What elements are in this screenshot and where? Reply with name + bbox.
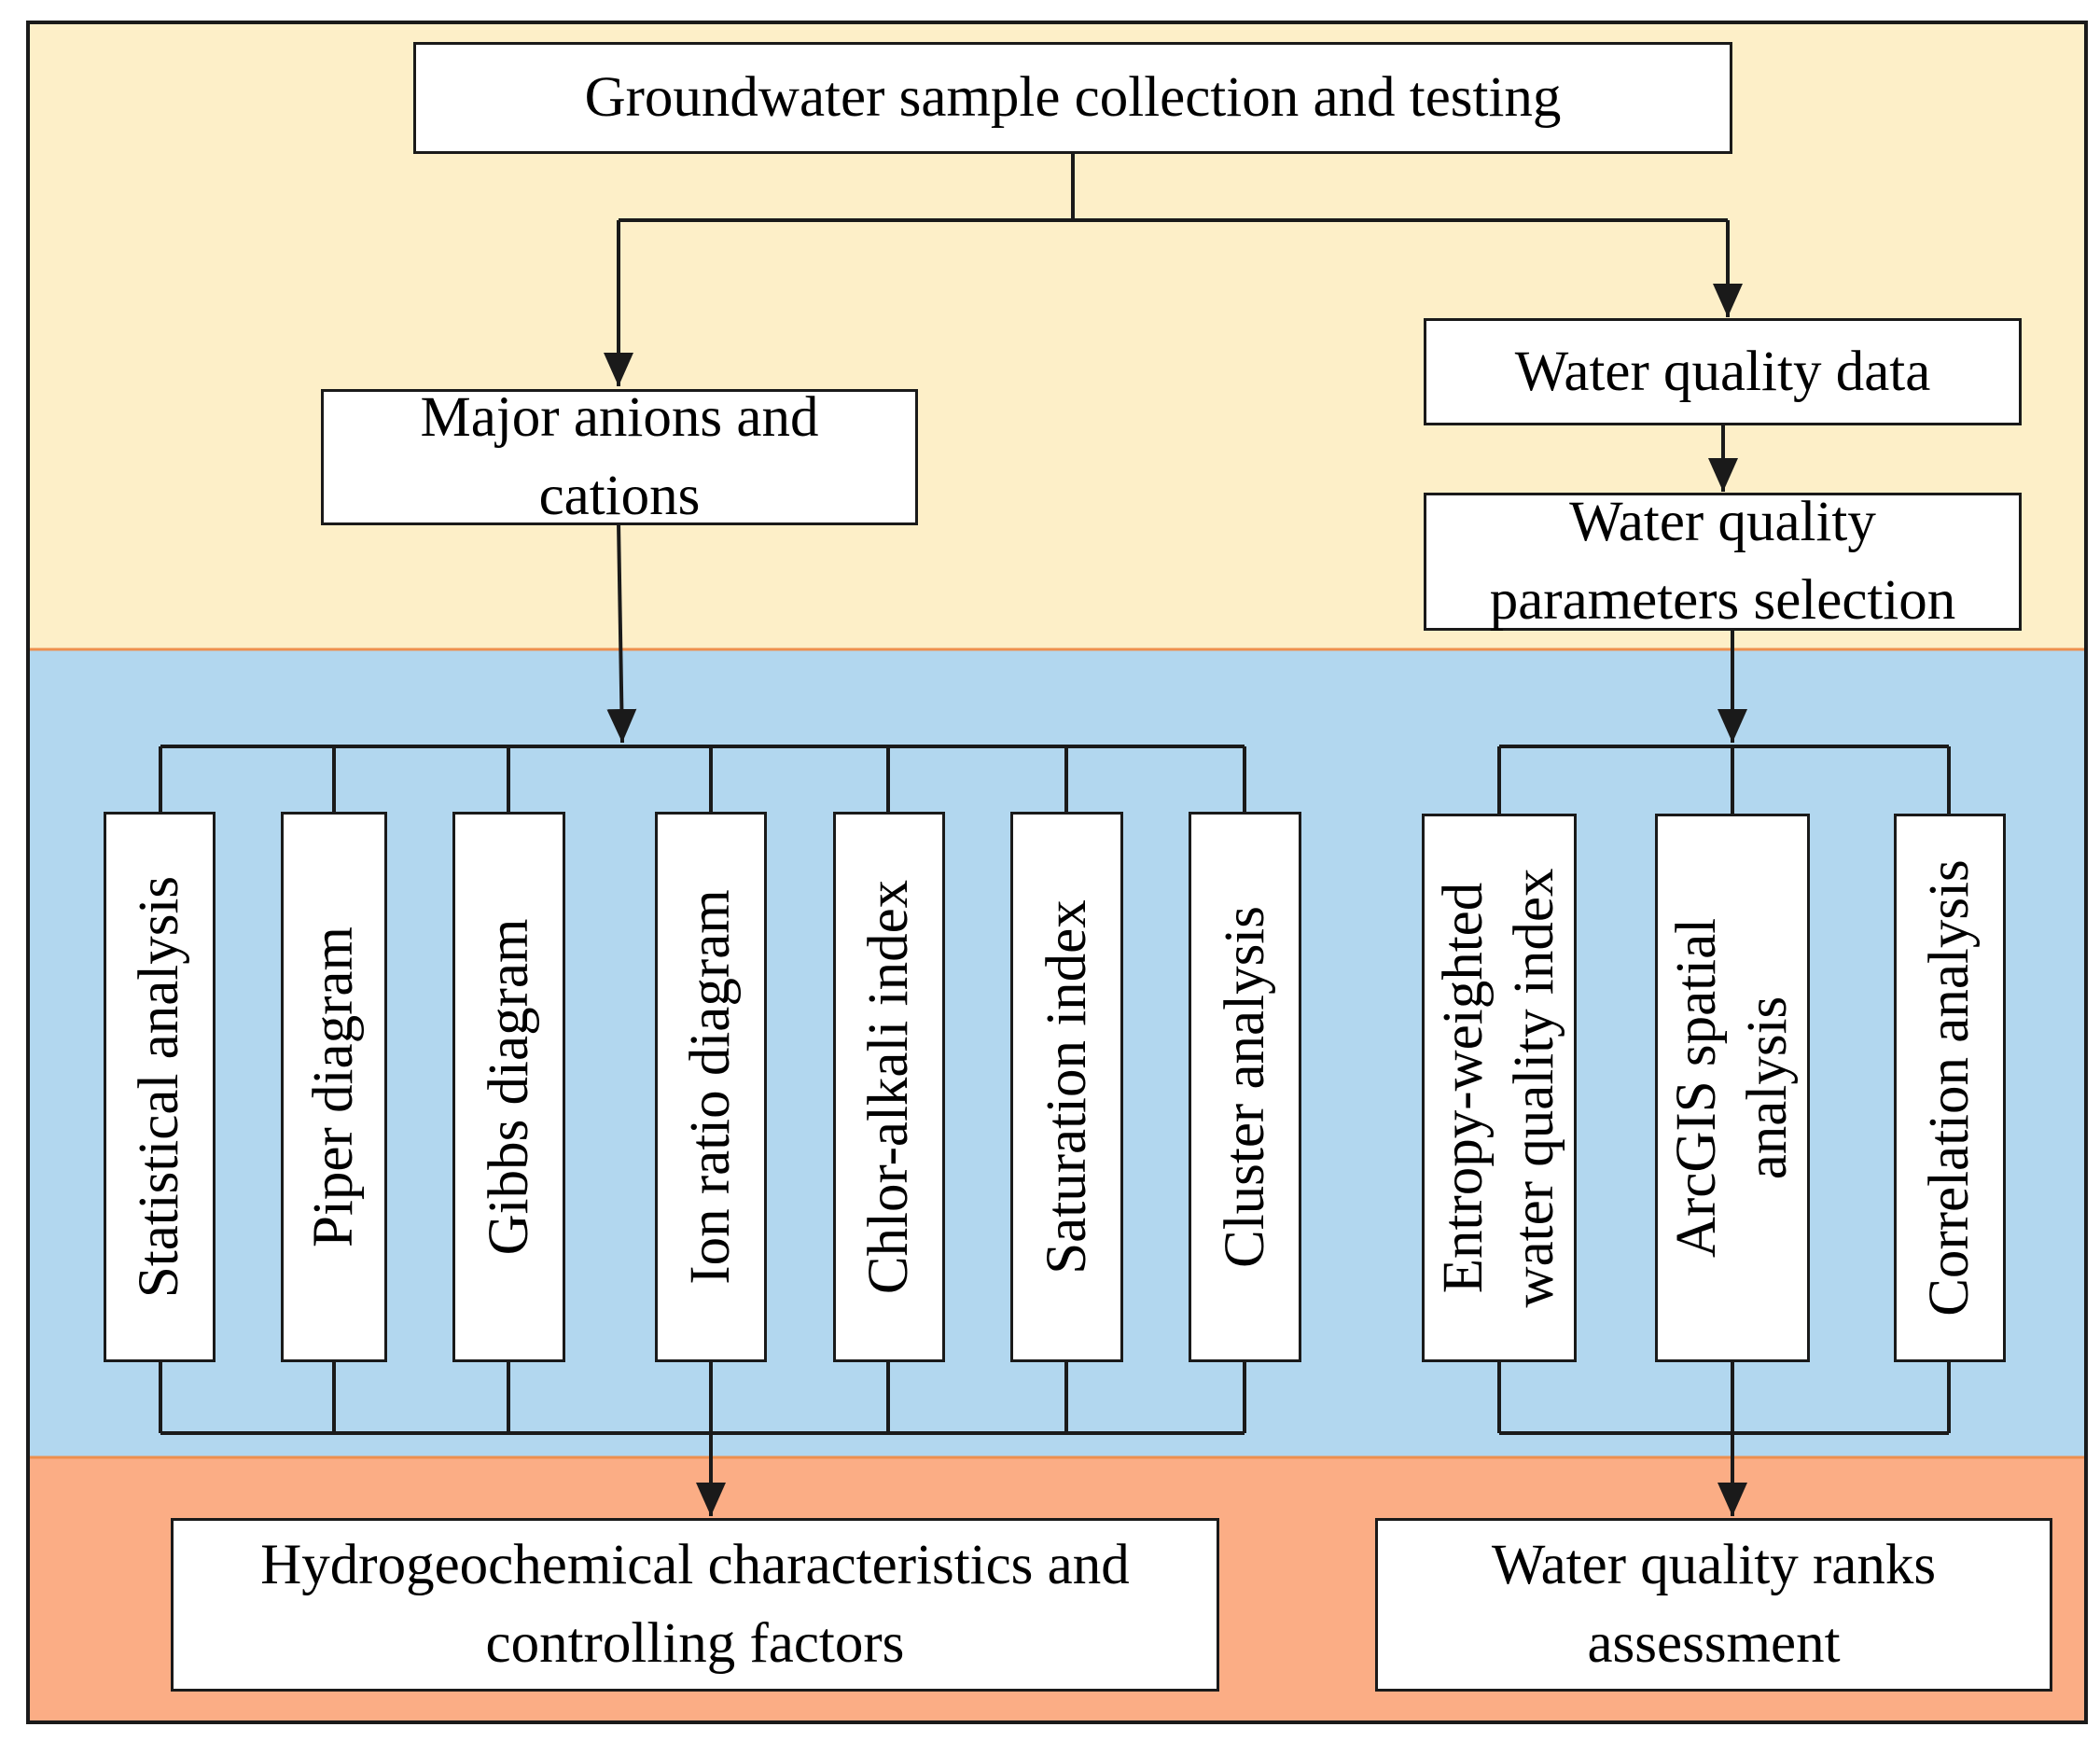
method-label: Ion ratio diagram [679, 889, 742, 1285]
parameter-selection-label: Water quality parameters selection [1490, 483, 1956, 640]
water-quality-ranks-node: Water quality ranks assessment [1375, 1518, 2052, 1692]
major-ions-line-2: cations [538, 465, 701, 527]
method-piper-diagram: Piper diagram [281, 812, 387, 1362]
method-label-line-1: Entropy-weighted [1432, 882, 1495, 1294]
method-label: Gibbs diagram [477, 918, 540, 1256]
method-label: Piper diagram [302, 926, 365, 1247]
method-chlor-alkali-index: Chlor-alkali index [833, 812, 945, 1362]
method-gibbs-diagram: Gibbs diagram [452, 812, 565, 1362]
hydrogeochemical-result-line-2: controlling factors [485, 1612, 905, 1675]
method-label: Statistical analysis [128, 875, 190, 1299]
major-ions-label: Major anions and cations [421, 379, 819, 536]
method-entropy-weighted-wqi: Entropy-weighted water quality index [1422, 814, 1577, 1362]
outer-frame [26, 21, 2088, 1724]
parameter-selection-node: Water quality parameters selection [1424, 491, 2022, 632]
method-label: Chlor-alkali index [857, 879, 920, 1295]
water-quality-data-node: Water quality data [1424, 318, 2022, 425]
hydrogeochemical-result-node: Hydrogeochemical characteristics and con… [171, 1518, 1219, 1692]
method-correlation-analysis: Correlation analysis [1894, 814, 2006, 1362]
method-saturation-index: Saturation index [1010, 812, 1123, 1362]
water-quality-ranks-line-2: assessment [1587, 1612, 1841, 1675]
method-label-line-2: water quality index [1503, 868, 1565, 1308]
parameter-selection-line-1: Water quality [1569, 491, 1876, 553]
method-label: Entropy-weighted water quality index [1428, 869, 1570, 1308]
major-ions-line-1: Major anions and [420, 386, 819, 449]
water-quality-ranks-label: Water quality ranks assessment [1492, 1526, 1936, 1683]
source-label: Groundwater sample collection and testin… [584, 66, 1562, 129]
method-statistical-analysis: Statistical analysis [104, 812, 216, 1362]
method-label: ArcGIS spatial analysis [1662, 918, 1803, 1258]
water-quality-ranks-line-1: Water quality ranks [1491, 1534, 1937, 1596]
method-label: Cluster analysis [1213, 906, 1276, 1268]
water-quality-data-label: Water quality data [1514, 340, 1931, 403]
method-label: Saturation index [1035, 899, 1098, 1274]
method-cluster-analysis: Cluster analysis [1189, 812, 1301, 1362]
method-ion-ratio-diagram: Ion ratio diagram [655, 812, 767, 1362]
source-node: Groundwater sample collection and testin… [413, 42, 1732, 154]
method-label-line-1: Correlation analysis [1918, 859, 1981, 1316]
arrow-ions-to-methods [606, 522, 637, 744]
method-label-line-2: analysis [1736, 996, 1799, 1180]
parameter-selection-line-2: parameters selection [1489, 569, 1956, 632]
method-label: Correlation analysis [1914, 859, 1985, 1316]
method-label-line-1: ArcGIS spatial [1665, 917, 1728, 1259]
major-ions-node: Major anions and cations [321, 386, 918, 527]
method-arcgis-spatial-analysis: ArcGIS spatial analysis [1655, 814, 1810, 1362]
hydrogeochemical-result-label: Hydrogeochemical characteristics and con… [260, 1526, 1130, 1683]
connectors [159, 153, 1951, 1516]
hydrogeochemical-result-line-1: Hydrogeochemical characteristics and [260, 1534, 1130, 1596]
